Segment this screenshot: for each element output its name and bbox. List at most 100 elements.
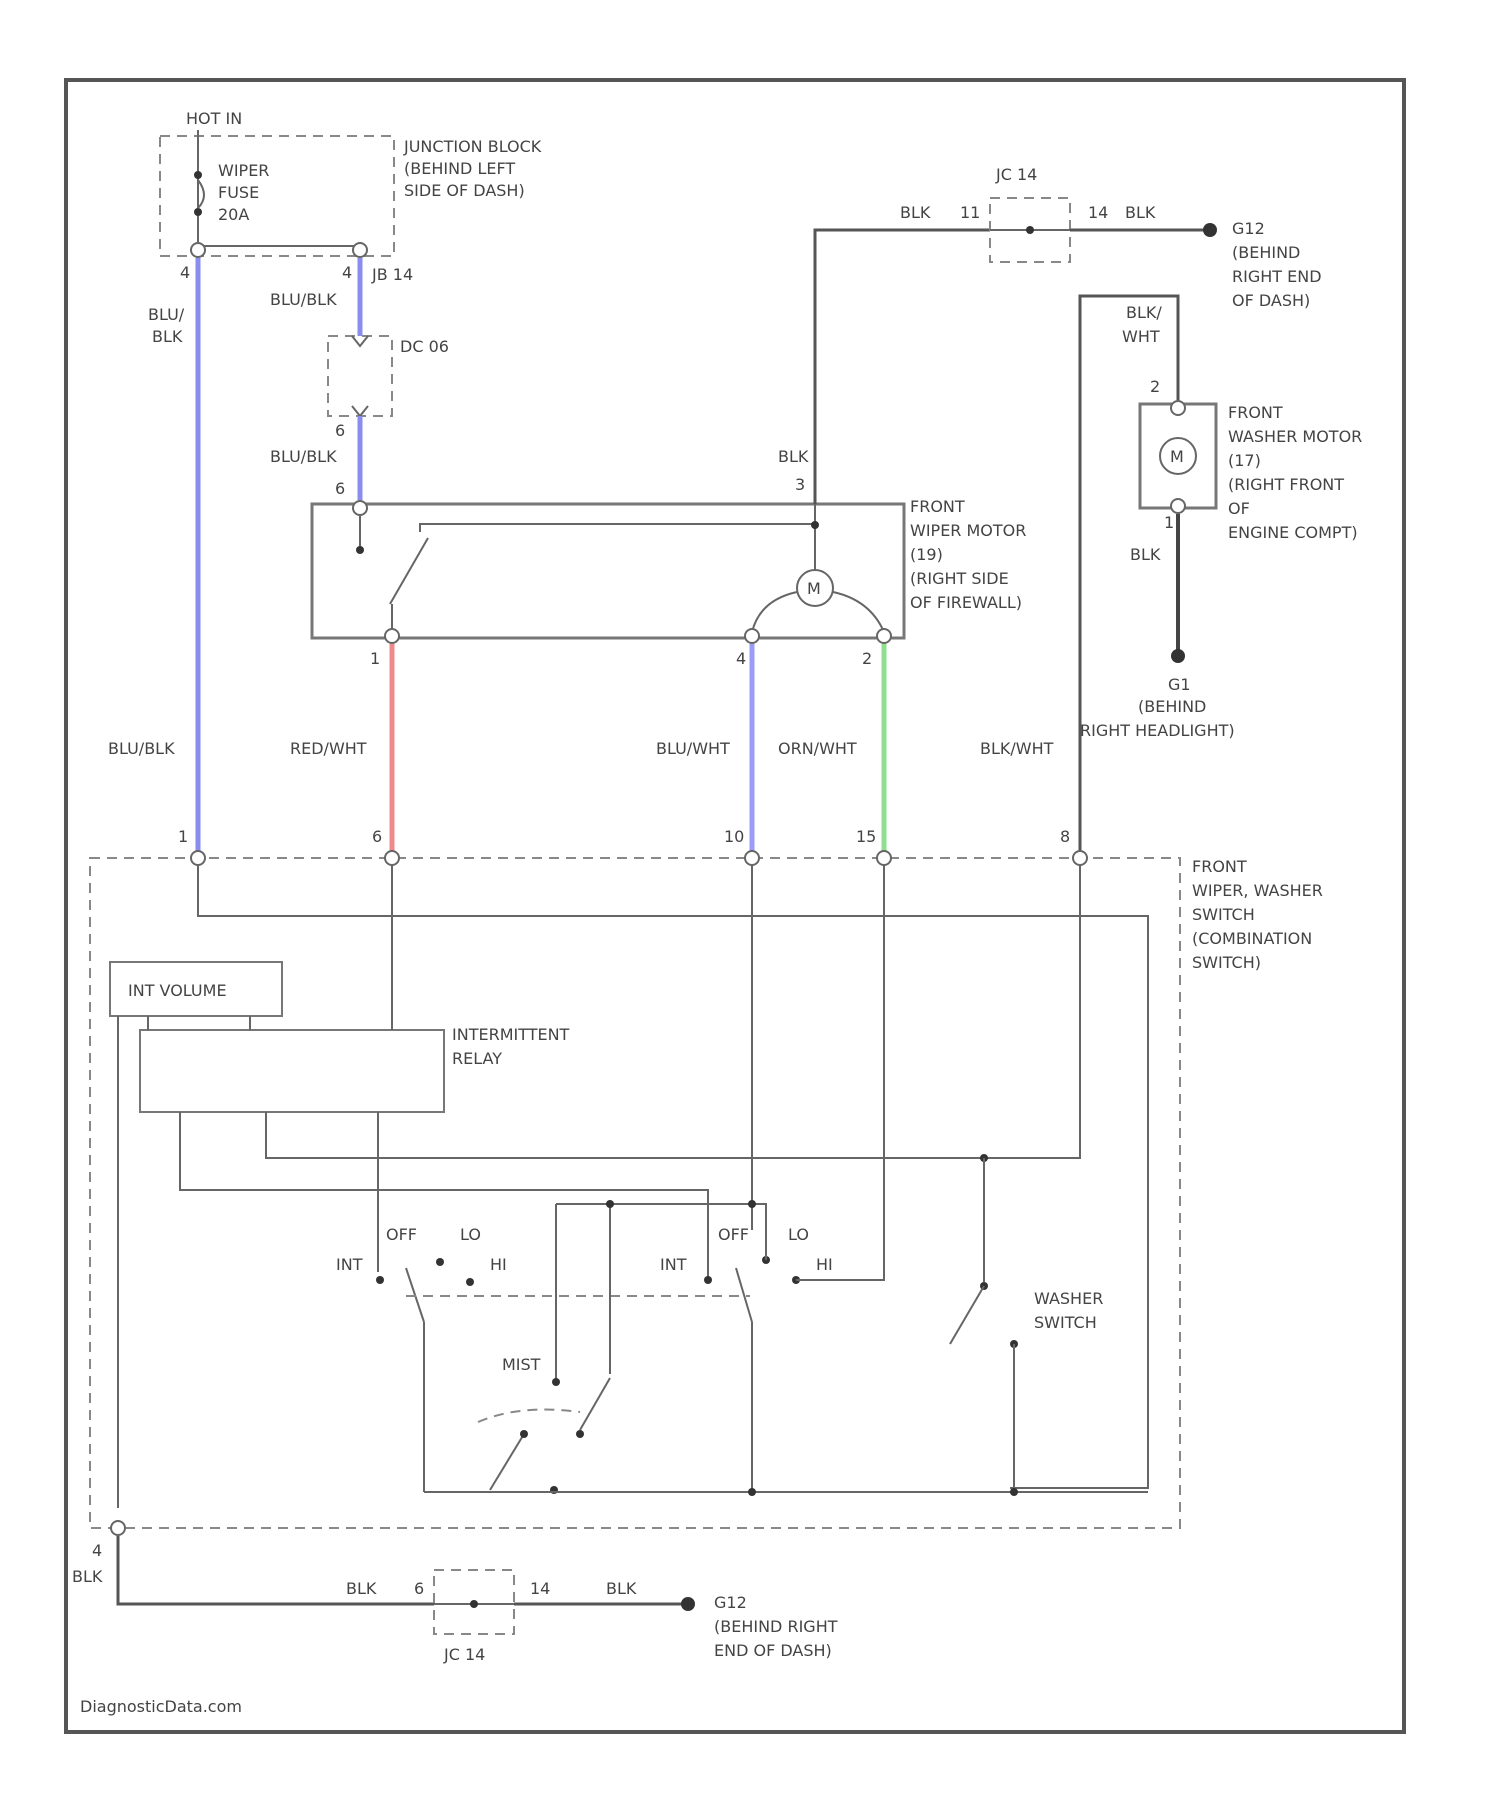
motor-pin-1: 1 — [370, 649, 380, 668]
sw1-off-label: OFF — [386, 1225, 417, 1244]
wire-label-blu-blk-b: BLU/BLK — [270, 447, 337, 466]
bus-dot-2 — [1010, 1488, 1018, 1496]
wiper-motor-hi-lead — [833, 592, 884, 632]
washer-motor-label-6: ENGINE COMPT) — [1228, 523, 1358, 542]
g12-top-label-3: RIGHT END — [1232, 267, 1322, 286]
fuse-dot-bottom — [194, 208, 202, 216]
washer-motor-label-4: (RIGHT FRONT — [1228, 475, 1344, 494]
g12-bottom-label-2: (BEHIND RIGHT — [714, 1617, 838, 1636]
washer-motor-m: M — [1170, 447, 1184, 466]
wire-label-blu-blk-left-1: BLU/ — [148, 305, 185, 324]
switch-pin-1: 1 — [178, 827, 188, 846]
wire-label-blk-wht-1: BLK/ — [1126, 303, 1162, 322]
sw1-int-label: INT — [336, 1255, 363, 1274]
switch-label-3: SWITCH — [1192, 905, 1255, 924]
dc-pin-a: 6 — [335, 421, 345, 440]
jc-top-pin-a: 11 — [960, 203, 980, 222]
sw2-int-contact — [704, 1276, 712, 1284]
wiper-motor-terminal-1 — [385, 629, 399, 643]
switch-ground-terminal — [111, 1521, 125, 1535]
washer-switch-label-2: SWITCH — [1034, 1313, 1097, 1332]
wire-label-blk-wht-2: WHT — [1122, 327, 1160, 346]
switch-label-1: FRONT — [1192, 857, 1247, 876]
wire-blk-bottom — [118, 1536, 434, 1604]
relay-out-a — [180, 1112, 708, 1280]
int-volume-label: INT VOLUME — [128, 981, 227, 1000]
mist-blade — [580, 1378, 610, 1430]
mist-contact-a — [552, 1378, 560, 1386]
g12-top-label-1: G12 — [1232, 219, 1265, 238]
switch-terminal-3 — [745, 851, 759, 865]
relay-label-2: RELAY — [452, 1049, 502, 1068]
jc-top-pin-b: 14 — [1088, 203, 1108, 222]
wiper-motor-label-5: OF FIREWALL) — [910, 593, 1022, 612]
wire-label-red-wht: RED/WHT — [290, 739, 367, 758]
sw1-int-contact — [376, 1276, 384, 1284]
wire-label-blu-blk-lower: BLU/BLK — [108, 739, 175, 758]
switch-label-5: SWITCH) — [1192, 953, 1261, 972]
mist-lower-contact — [520, 1430, 528, 1438]
fuse-label-2: FUSE — [218, 183, 259, 202]
relay-label-1: INTERMITTENT — [452, 1025, 570, 1044]
washer-motor-terminal-top — [1171, 401, 1185, 415]
sw2-hi-return — [796, 866, 884, 1280]
jb-connector-label: JB 14 — [371, 265, 413, 284]
wire-label-orn-wht: ORN/WHT — [778, 739, 857, 758]
wire-label-blk-bottom-a: BLK — [346, 1579, 377, 1598]
dc-connector-box — [328, 336, 392, 416]
junction-block-label-3: SIDE OF DASH) — [404, 181, 525, 200]
wire-label-blu-blk-a: BLU/BLK — [270, 290, 337, 309]
g1-label-3: RIGHT HEADLIGHT) — [1080, 721, 1235, 740]
dc-connector-bottom — [352, 406, 368, 416]
wiper-motor-lo-lead — [752, 592, 797, 632]
jc-top-label: JC 14 — [995, 165, 1037, 184]
jc-bottom-label: JC 14 — [443, 1645, 485, 1664]
g1-ground — [1171, 649, 1185, 663]
wiper-motor-terminal-in — [353, 501, 367, 515]
switch-terminal-4 — [877, 851, 891, 865]
wiper-motor-label-3: (19) — [910, 545, 943, 564]
jc-bottom-dot — [470, 1600, 478, 1608]
washer-motor-terminal-bottom — [1171, 499, 1185, 513]
wiper-motor-pin-blk: 3 — [795, 475, 805, 494]
jc-bottom-pin-b: 14 — [530, 1579, 550, 1598]
jc-top-dot — [1026, 226, 1034, 234]
wiper-park-dot — [356, 546, 364, 554]
junction-block-label-2: (BEHIND LEFT — [404, 159, 515, 178]
washer-motor-label-5: OF — [1228, 499, 1250, 518]
fuse-pin-a: 4 — [180, 263, 190, 282]
washer-pin-top: 2 — [1150, 377, 1160, 396]
mist-dot — [606, 1200, 614, 1208]
wiper-motor-junction — [811, 521, 819, 529]
switch-ground-pin: 4 — [92, 1541, 102, 1560]
wire-label-blk-bottom-left: BLK — [72, 1567, 103, 1586]
wire-label-blk-wht-lower: BLK/WHT — [980, 739, 1054, 758]
sw-cross-dot — [748, 1200, 756, 1208]
footer-watermark: DiagnosticData.com — [80, 1697, 242, 1716]
wire-label-blk-top-a: BLK — [900, 203, 931, 222]
switch-terminal-1 — [191, 851, 205, 865]
mist-linkage — [478, 1410, 580, 1422]
switch-pin-2: 6 — [372, 827, 382, 846]
mist-contact-b — [576, 1430, 584, 1438]
fuse-label-3: 20A — [218, 205, 249, 224]
dc-connector-top — [352, 336, 368, 346]
fuse-pin-b: 4 — [342, 263, 352, 282]
sw1-lo-contact — [466, 1278, 474, 1286]
wiper-motor-label-1: FRONT — [910, 497, 965, 516]
g1-label-1: G1 — [1168, 675, 1191, 694]
g12-bottom-ground — [681, 1597, 695, 1611]
sw2-off-label: OFF — [718, 1225, 749, 1244]
g12-bottom-label-3: END OF DASH) — [714, 1641, 832, 1660]
intermittent-relay-box — [140, 1030, 444, 1112]
g12-bottom-label-1: G12 — [714, 1593, 747, 1612]
jc-bottom-pin-a: 6 — [414, 1579, 424, 1598]
switch-pin-3: 10 — [724, 827, 744, 846]
g12-top-ground — [1203, 223, 1217, 237]
sw1-hi-label: HI — [490, 1255, 507, 1274]
sw2-lo-label: LO — [788, 1225, 809, 1244]
wire-label-blk-bottom-b: BLK — [606, 1579, 637, 1598]
sw1-lo-label: LO — [460, 1225, 481, 1244]
relay-out-b — [266, 866, 1080, 1158]
